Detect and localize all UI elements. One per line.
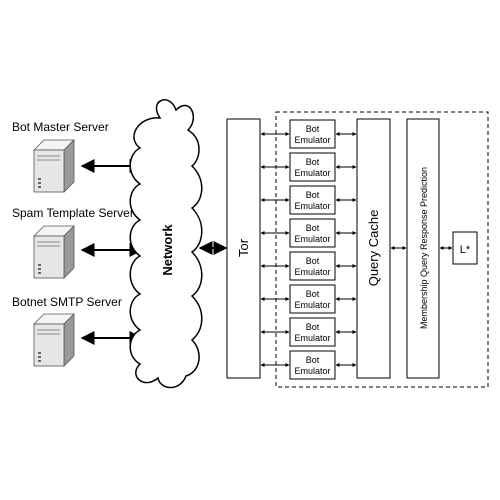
bot-emulator-label-line2: Emulator (294, 135, 330, 145)
bot-emulator-label-line2: Emulator (294, 234, 330, 244)
bot-emulator-label-line1: Bot (306, 223, 320, 233)
server-tower-icon (33, 139, 75, 193)
bot-emulator-label-line2: Emulator (294, 366, 330, 376)
bot-emulator-label-line1: Bot (306, 190, 320, 200)
cloud-icon (129, 99, 203, 389)
tor-box (226, 118, 261, 379)
bot-emulator-label-line1: Bot (306, 256, 320, 266)
emulation-system-boundary (275, 111, 489, 388)
bot-emulator-box (289, 317, 336, 347)
bot-emulator-label-line1: Bot (306, 289, 320, 299)
bot-emulator-label-line1: Bot (306, 322, 320, 332)
bot-emulator-label-line1: Bot (306, 157, 320, 167)
learner-box (452, 231, 478, 265)
bot-emulator-box (289, 119, 336, 149)
query-cache-box (356, 118, 391, 379)
bot-emulator-label-line2: Emulator (294, 201, 330, 211)
bot-emulator-label-line2: Emulator (294, 168, 330, 178)
bot-emulator-box (289, 185, 336, 215)
bot-emulator-stack: BotEmulatorBotEmulatorBotEmulatorBotEmul… (260, 119, 357, 380)
server-label-botnet-smtp: Botnet SMTP Server (12, 295, 122, 309)
server-label-spam-template: Spam Template Server (12, 206, 134, 220)
bot-emulator-label-line2: Emulator (294, 300, 330, 310)
bot-emulator-label-line1: Bot (306, 355, 320, 365)
bot-emulator-box (289, 218, 336, 248)
server-tower-icon (33, 225, 75, 279)
learner-label: L* (460, 244, 471, 256)
bot-emulator-box (289, 350, 336, 380)
server-label-bot-master: Bot Master Server (12, 120, 109, 134)
tor-label: Tor (236, 238, 251, 257)
prediction-label: Membership Query Response Prediction (419, 167, 429, 329)
server-tower-icon (33, 313, 75, 367)
bot-emulator-box (289, 251, 336, 281)
bot-emulator-label-line2: Emulator (294, 267, 330, 277)
network-label: Network (160, 224, 175, 276)
query-cache-label: Query Cache (366, 210, 381, 287)
bot-emulator-box (289, 152, 336, 182)
prediction-box (406, 118, 440, 379)
bot-emulator-label-line2: Emulator (294, 333, 330, 343)
bot-emulator-label-line1: Bot (306, 124, 320, 134)
bot-emulator-box (289, 284, 336, 314)
